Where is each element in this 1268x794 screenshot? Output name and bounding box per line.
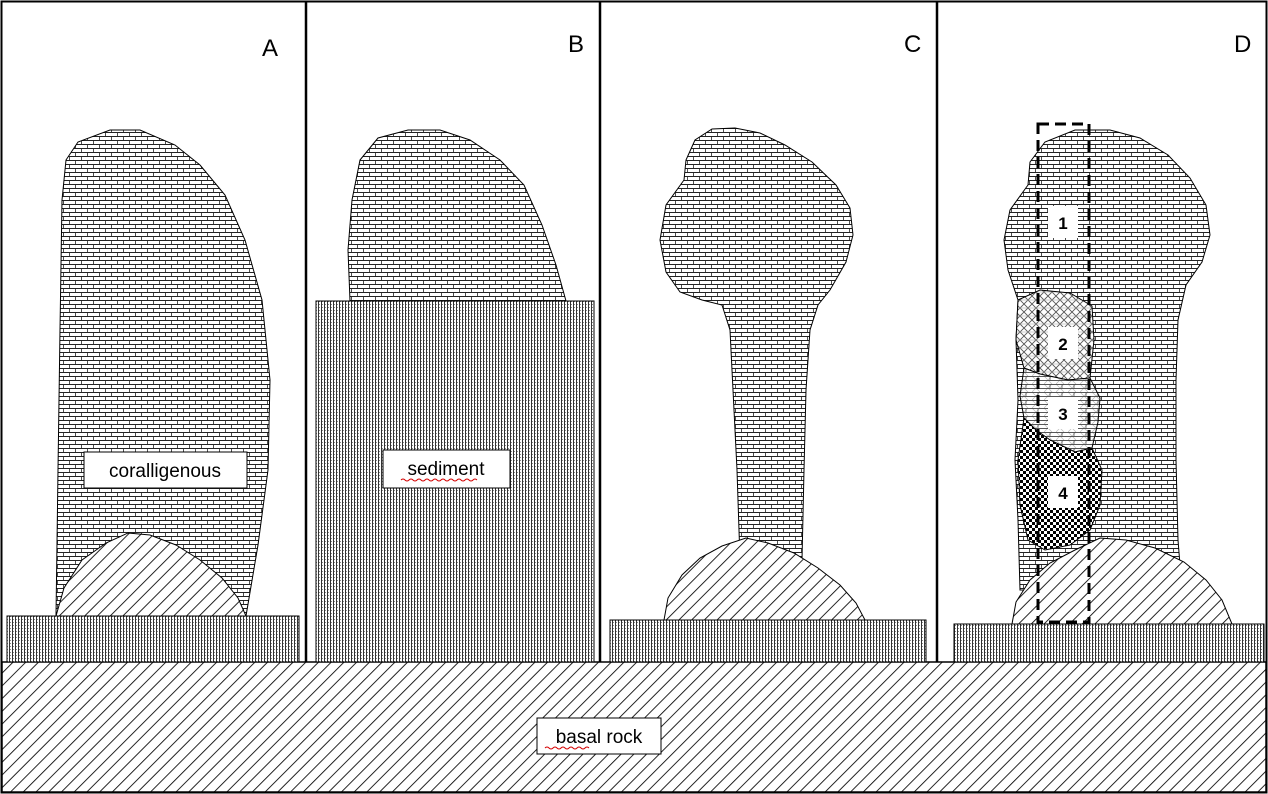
- coralligenous-label: coralligenous: [109, 461, 221, 482]
- panel-letter-a: A: [262, 35, 278, 62]
- panel-letter-b: B: [568, 31, 584, 58]
- sediment-label: sediment: [407, 459, 485, 480]
- sediment-layer-a: [7, 616, 299, 662]
- core-section-3-label: 3: [1058, 405, 1067, 424]
- panel-letter-c: C: [904, 31, 921, 58]
- basal-rock-label: basal rock: [556, 727, 643, 748]
- sediment-layer-c: [610, 620, 926, 662]
- core-section-4-label: 4: [1058, 484, 1068, 503]
- sediment-layer-d: [954, 624, 1264, 662]
- panel-letter-d: D: [1234, 31, 1251, 58]
- core-section-1-label: 1: [1058, 214, 1067, 233]
- core-section-2-label: 2: [1058, 335, 1067, 354]
